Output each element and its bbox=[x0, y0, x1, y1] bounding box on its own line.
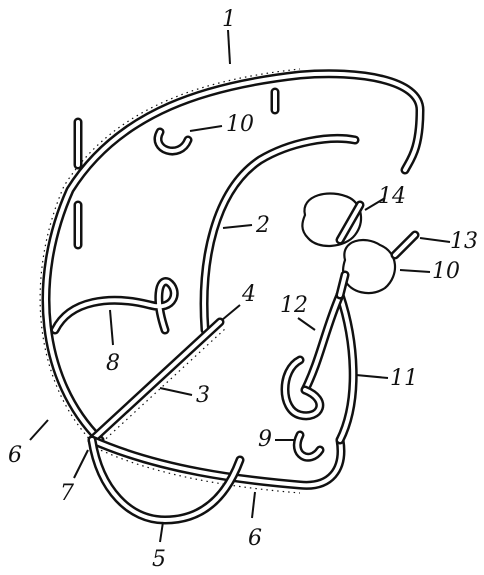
label-4: 4 bbox=[222, 282, 256, 320]
svg-text:8: 8 bbox=[106, 351, 120, 376]
svg-text:9: 9 bbox=[258, 427, 272, 452]
vessel-8-loop bbox=[55, 282, 174, 330]
label-2: 2 bbox=[223, 213, 270, 238]
vessel-6-lower bbox=[92, 440, 341, 493]
label-1: 1 bbox=[222, 7, 236, 64]
label-6b: 6 bbox=[248, 492, 262, 551]
label-6a: 6 bbox=[8, 420, 48, 468]
svg-text:7: 7 bbox=[60, 481, 74, 506]
svg-text:10: 10 bbox=[432, 259, 460, 284]
label-8: 8 bbox=[106, 310, 120, 376]
label-11: 11 bbox=[356, 366, 418, 391]
vessel-11-right bbox=[340, 295, 353, 440]
svg-text:4: 4 bbox=[241, 282, 256, 307]
svg-text:2: 2 bbox=[255, 213, 270, 238]
svg-text:13: 13 bbox=[450, 229, 478, 254]
svg-text:11: 11 bbox=[390, 366, 418, 391]
svg-text:5: 5 bbox=[152, 547, 166, 572]
svg-text:6: 6 bbox=[8, 443, 22, 468]
label-10a: 10 bbox=[190, 112, 254, 137]
label-7: 7 bbox=[60, 450, 88, 506]
svg-text:10: 10 bbox=[226, 112, 254, 137]
label-14: 14 bbox=[365, 184, 406, 210]
svg-text:3: 3 bbox=[196, 383, 210, 408]
svg-text:14: 14 bbox=[378, 184, 406, 209]
svg-text:12: 12 bbox=[280, 293, 308, 318]
svg-text:6: 6 bbox=[248, 526, 262, 551]
vessel-12-right bbox=[305, 295, 340, 390]
label-13: 13 bbox=[420, 229, 478, 254]
label-5: 5 bbox=[152, 522, 166, 572]
svg-text:1: 1 bbox=[222, 7, 236, 32]
label-10b: 10 bbox=[400, 259, 460, 284]
label-12: 12 bbox=[280, 293, 315, 330]
label-9: 9 bbox=[258, 427, 295, 452]
label-3: 3 bbox=[160, 383, 210, 408]
